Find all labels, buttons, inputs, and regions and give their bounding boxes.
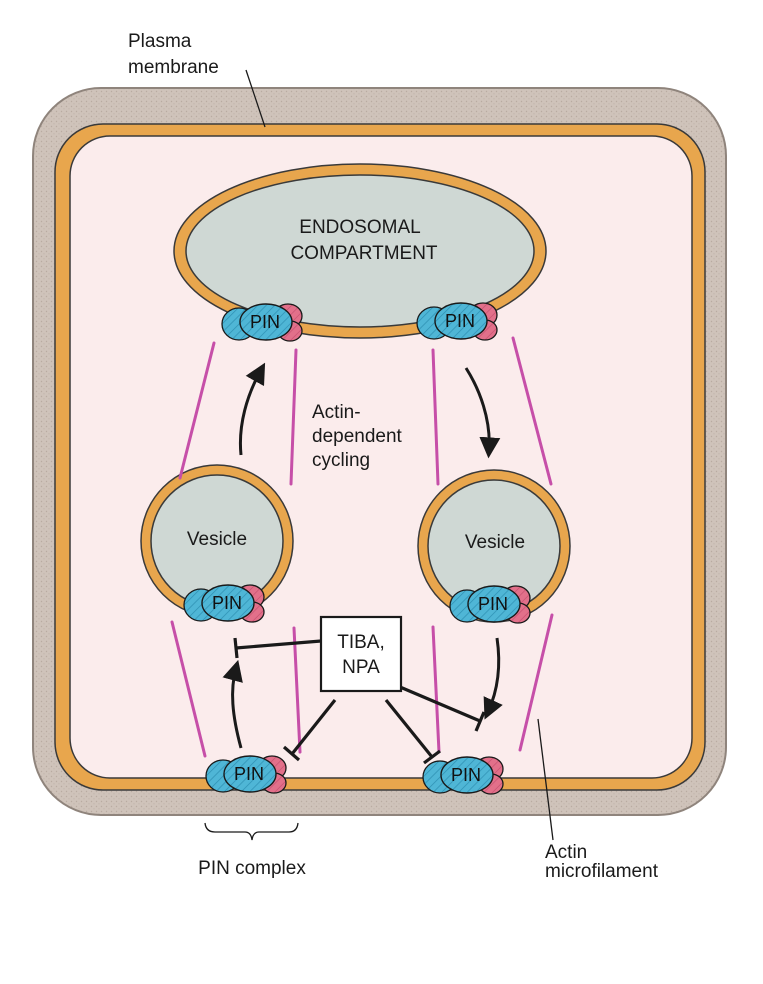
- cycling-label-line2: dependent: [312, 426, 403, 447]
- cycling-label-line3: cycling: [312, 450, 370, 471]
- actin-filament: [431, 348, 440, 486]
- inhibitor-box: [319, 615, 403, 693]
- pin-complex-label: PIN complex: [198, 858, 306, 879]
- arrow-to-endosome: [238, 362, 266, 456]
- plasma-membrane-label-line1: Plasma: [128, 31, 192, 52]
- pin-label: PIN: [445, 311, 475, 331]
- inhibition-line: [399, 685, 481, 723]
- actin-filament: [431, 625, 441, 754]
- pin-complex-brace: [204, 822, 299, 841]
- pin-complex-endosome-left: PIN: [221, 303, 303, 342]
- plasma-membrane-leader: [245, 69, 266, 128]
- actin-filament: [518, 613, 554, 752]
- plasma-membrane-label-line2: membrane: [128, 57, 219, 78]
- inhibition-bar: [282, 745, 301, 762]
- pin-complex-membrane-left: PIN: [205, 755, 287, 794]
- arrow-from-vesicle-right: [483, 637, 503, 720]
- arrow-to-vesicle-left: [222, 659, 243, 749]
- endosomal-compartment-lumen: [185, 174, 535, 328]
- actin-filament: [511, 336, 553, 486]
- inhibition-bar: [233, 637, 239, 659]
- cycling-label-line1: Actin-: [312, 402, 361, 423]
- inhibitor-label-line2: NPA: [342, 657, 380, 678]
- endosome-label-line1: ENDOSOMAL: [299, 217, 420, 238]
- pin-label: PIN: [212, 593, 242, 613]
- actin-filament: [170, 620, 207, 758]
- pin-complex-vesicle-right: PIN: [449, 585, 531, 624]
- inhibition-line: [235, 639, 322, 650]
- arrow-from-endosome: [464, 367, 501, 459]
- pin-label: PIN: [234, 764, 264, 784]
- vesicle-right-label: Vesicle: [465, 532, 525, 553]
- actin-microfilaments: [170, 336, 554, 758]
- vesicle-left-label: Vesicle: [187, 529, 247, 550]
- inhibition-bar: [474, 711, 486, 732]
- actin-filament: [289, 348, 298, 486]
- inhibitor-label-line1: TIBA,: [337, 632, 385, 653]
- inhibition-lines: [233, 637, 486, 765]
- endosome-label-line2: COMPARTMENT: [290, 243, 437, 264]
- actin-filament: [292, 626, 302, 754]
- pin-label: PIN: [451, 765, 481, 785]
- actin-microfilament-leader: [537, 718, 554, 841]
- pin-label: PIN: [250, 312, 280, 332]
- actin-filament: [178, 341, 216, 480]
- inhibition-line: [384, 698, 434, 759]
- pin-complex-vesicle-left: PIN: [183, 584, 265, 623]
- pin-label: PIN: [478, 594, 508, 614]
- inhibition-line: [290, 699, 337, 755]
- pin-complex-endosome-right: PIN: [416, 302, 498, 341]
- actin-label-line1: Actin: [545, 842, 587, 863]
- actin-label-line2: microfilament: [545, 861, 659, 882]
- inhibition-bar: [423, 749, 441, 765]
- pin-complex-membrane-right: PIN: [422, 756, 504, 795]
